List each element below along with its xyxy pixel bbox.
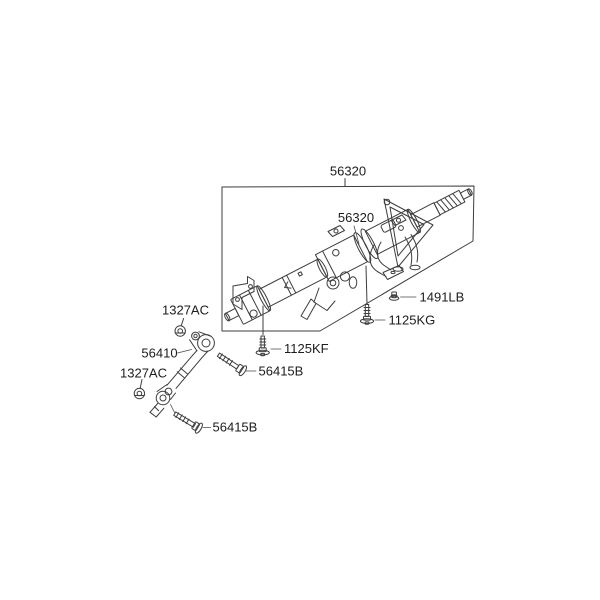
column-mid-jacket [314,234,368,282]
leader-lines [170,225,417,428]
bolt-icon-56415b-upper [216,352,248,377]
steering-column-drawing [224,188,473,325]
column-brackets [232,198,434,320]
mount-bracket-triangle [383,198,434,268]
label-1125kg: 1125KG [389,313,436,328]
lower-l-bracket [232,276,255,310]
intermediate-shaft-drawing [149,331,215,418]
retainer-icon-1491lb [388,291,400,301]
nut-icon-1327ac-lower [133,379,146,400]
label-1327ac-lower: 1327AC [120,366,167,381]
label-1125kf: 1125KF [284,341,329,356]
bolt-icon-1125kf [255,305,270,357]
assembly-boundary-box [221,185,475,332]
support-bracket [369,244,387,277]
label-56410: 56410 [141,346,177,361]
column-lower-tube [258,258,328,308]
bolt-icon-1125kg [359,265,375,325]
label-1491lb: 1491LB [420,290,465,305]
label-column-56320: 56320 [338,210,374,225]
label-56415b-upper: 56415B [259,364,304,379]
tilt-mechanism [326,276,340,290]
upper-u-joint [197,334,215,352]
label-assembly-56320: 56320 [330,164,366,179]
bolt-icon-56415b-lower [173,411,203,434]
clip-tab [327,225,345,237]
nut-icon-1327ac-upper [174,318,186,337]
label-56415b-lower: 56415B [213,420,258,435]
label-1327ac-upper: 1327AC [162,303,209,318]
